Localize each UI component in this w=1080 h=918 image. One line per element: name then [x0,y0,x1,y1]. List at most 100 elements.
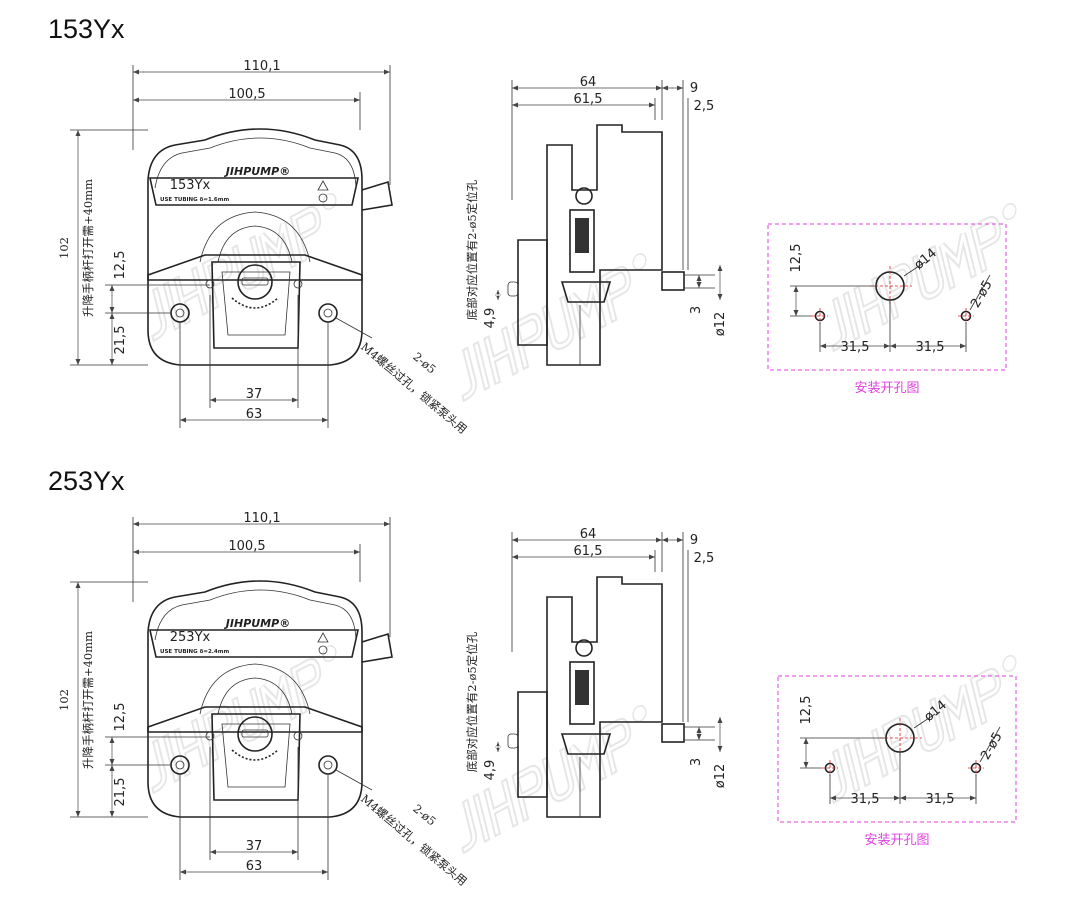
rotation-icon [318,193,328,203]
knob-side [560,733,612,755]
watermark-logo [461,704,647,855]
watermark-logo [831,654,1017,805]
hole-dim-31-5-left: 31,5 [841,340,870,355]
hole-note: M4螺丝过孔，锁紧泵头用 [358,340,470,437]
knob-grip [241,277,269,286]
hole-diagram-caption: 安装开孔图 [864,833,929,848]
plate-brand-logo: JIHPUMP® [224,165,290,178]
hole-dim-31-5-left: 31,5 [851,792,880,807]
dim-9: 9 [690,533,698,548]
model-title: 253Yx [48,466,125,496]
knob [237,716,273,752]
hole-dim-31-5-right: 31,5 [916,340,945,355]
dim-12-5: 12,5 [113,251,128,280]
pump-body-outline [147,128,363,366]
hole-dim-31-5-right: 31,5 [926,792,955,807]
locating-pin [507,733,519,749]
dim-61-5: 61,5 [574,544,603,559]
plate-tubing-text: USE TUBING δ=1.6mm [160,197,229,203]
screw [293,279,303,289]
screw [205,279,215,289]
lever-grip [575,670,589,705]
lever-slot [569,661,595,725]
dim-width-overall: 110,1 [243,511,280,526]
label-plate [149,177,359,206]
motor-shaft [661,271,685,291]
dim-21-5: 21,5 [113,778,128,807]
lower-clamp [147,254,363,281]
dim-height: 102 [57,237,71,259]
bottom-hole-note: 底部对应位置有2-ø5定位孔 [465,179,479,320]
dim-d12: ø12 [713,312,728,337]
side-view: 64 9 61,5 2,5 底部对应位置有2-ø5定位孔 4,9 3 ø12 [465,527,728,818]
hole-label: 2-ø5 [410,801,438,828]
screw [205,731,215,741]
warning-icon [317,180,329,191]
dim-64: 64 [580,75,597,90]
knob [237,264,273,300]
hole-note: M4螺丝过孔，锁紧泵头用 [358,792,470,889]
handle-note: 升降手柄杆打开需+40mm [81,631,95,769]
dim-64: 64 [580,527,597,542]
dim-3: 3 [689,758,704,766]
plate-tubing-text: USE TUBING δ=2.4mm [160,649,229,655]
dim-61-5: 61,5 [574,92,603,107]
side-clamp [517,691,548,798]
lower-clamp [147,706,363,733]
dim-2-5: 2,5 [694,551,715,566]
bottom-hole-note: 底部对应位置有2-ø5定位孔 [465,631,479,772]
warning-icon [317,632,329,643]
mount-hole [318,303,338,323]
handle-note: 升降手柄杆打开需+40mm [81,179,95,317]
dim-2-5: 2,5 [694,99,715,114]
dim-37: 37 [246,387,263,402]
dim-3: 3 [689,306,704,314]
dim-height: 102 [57,689,71,711]
hole-dim-12-5: 12,5 [789,244,804,273]
dim-4-9: 4,9 [483,760,498,781]
lever-handle [361,180,393,211]
side-body-outline [546,576,663,818]
hole-frame [767,223,1007,371]
screw [293,731,303,741]
rotor-shaft [575,639,593,657]
dim-37: 37 [246,839,263,854]
hole-frame [777,675,1017,823]
dim-63: 63 [246,407,263,422]
mount-hole [318,755,338,775]
knob-side [560,281,612,303]
knob-grip [241,729,269,738]
plate-brand-logo: JIHPUMP® [224,617,290,630]
dim-21-5: 21,5 [113,326,128,355]
dim-4-9: 4,9 [483,308,498,329]
side-clamp [517,239,548,346]
rotation-icon [318,645,328,655]
hole-label: 2-ø5 [410,349,438,376]
side-body-outline [546,124,663,366]
dim-width-overall: 110,1 [243,59,280,74]
plate-model-label: 153Yx [170,178,211,193]
dim-63: 63 [246,859,263,874]
dim-width-body: 100,5 [228,539,265,554]
lever-grip [575,218,589,253]
hole-dim-12-5: 12,5 [799,696,814,725]
side-view: 64 9 61,5 2,5 底部对应位置有2-ø5定位孔 4,9 3 ø12 [465,75,728,366]
hole-diagram-caption: 安装开孔图 [854,381,919,396]
dim-12-5: 12,5 [113,703,128,732]
pump-body-outline [147,580,363,818]
plate-model-label: 253Yx [170,630,211,645]
locating-pin [507,281,519,297]
rotor-shaft [575,187,593,205]
model-title: 153Yx [48,14,125,44]
motor-shaft [661,723,685,743]
dim-d12: ø12 [713,764,728,789]
watermark-logo [461,252,647,403]
dim-9: 9 [690,81,698,96]
dim-width-body: 100,5 [228,87,265,102]
lever-handle [361,632,393,663]
lever-slot [569,209,595,273]
